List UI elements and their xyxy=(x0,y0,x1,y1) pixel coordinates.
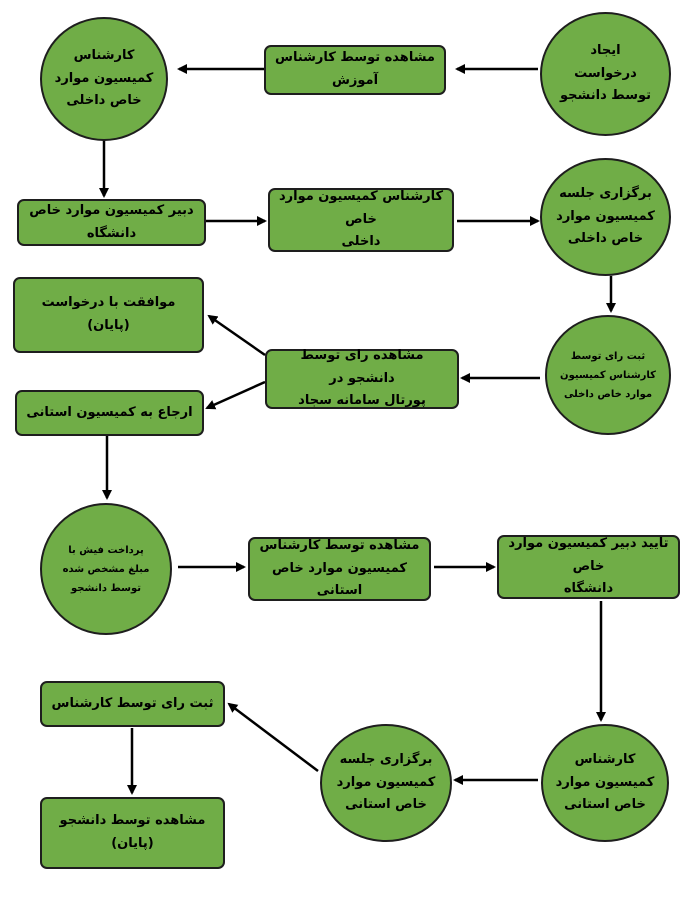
node-payment-by-student: پرداخت فیش با مبلغ مشخص شده توسط دانشجو xyxy=(40,503,172,635)
node-student-view-end: مشاهده توسط دانشجو (پایان) xyxy=(40,797,225,869)
node-internal-commission-expert: کارشناس کمیسیون موارد خاص داخلی xyxy=(40,17,168,141)
node-secretary-confirmation: تایید دبیر کمیسیون موارد خاص دانشگاه xyxy=(497,535,680,599)
arrow-portal-to-approved xyxy=(207,314,266,357)
node-internal-commission-expert-2: کارشناس کمیسیون موارد خاص داخلی xyxy=(268,188,454,252)
node-student-request: ایجاد درخواست توسط دانشجو xyxy=(540,12,671,136)
node-provincial-commission-expert: کارشناس کمیسیون موارد خاص استانی xyxy=(541,724,669,842)
node-education-expert-view: مشاهده توسط کارشناس آموزش xyxy=(264,45,446,95)
node-refer-to-provincial: ارجاع به کمیسیون استانی xyxy=(15,390,204,436)
node-internal-commission-meeting: برگزاری جلسه کمیسیون موارد خاص داخلی xyxy=(540,158,671,276)
node-student-view-portal: مشاهده رای توسط دانشجو در پورتال سامانه … xyxy=(265,348,459,409)
arrow-portal-to-refer xyxy=(205,380,266,410)
node-record-vote-expert: ثبت رای توسط کارشناس xyxy=(40,681,225,727)
node-provincial-expert-view: مشاهده توسط کارشناس کمیسیون موارد خاص اس… xyxy=(248,537,431,601)
arrow-meetingprov-to-recordexpert xyxy=(227,702,319,772)
node-request-approved-end: موافقت با درخواست (پایان) xyxy=(13,277,204,353)
node-university-secretary: دبیر کمیسیون موارد خاص دانشگاه xyxy=(17,199,206,246)
node-record-vote-internal: ثبت رای توسط کارشناس کمیسیون موارد خاص د… xyxy=(545,315,671,435)
node-provincial-commission-meeting: برگزاری جلسه کمیسیون موارد خاص استانی xyxy=(320,724,452,842)
